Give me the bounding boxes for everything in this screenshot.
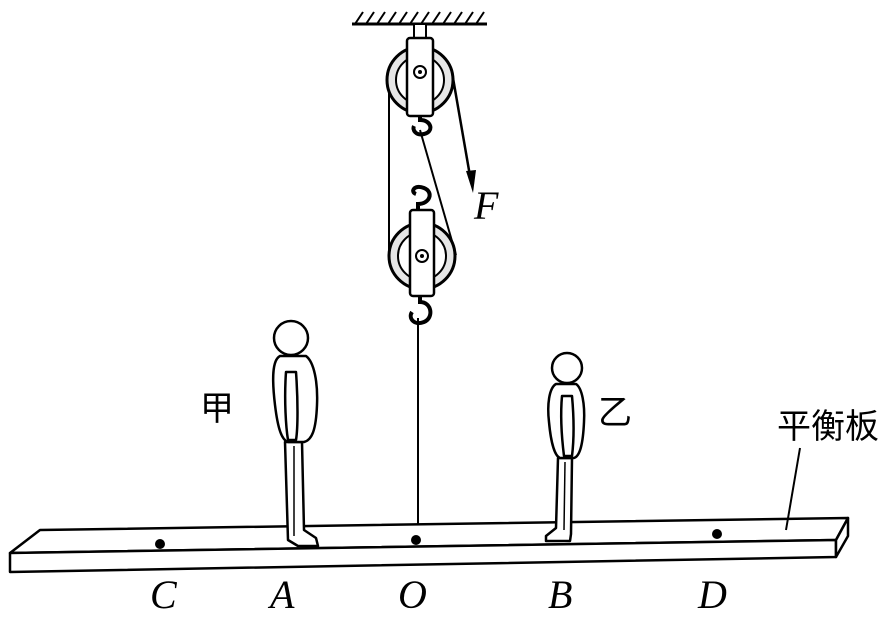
board-label-leader bbox=[785, 447, 801, 531]
person-jia-label: 甲 bbox=[200, 389, 234, 429]
ropes bbox=[388, 80, 457, 538]
point-d-label: D bbox=[698, 572, 727, 617]
person-yi bbox=[544, 351, 586, 543]
force-label: F bbox=[474, 183, 499, 228]
person-yi-label: 乙 bbox=[598, 393, 632, 433]
point-o-dot bbox=[411, 535, 421, 545]
point-c-dot bbox=[155, 539, 165, 549]
board-points bbox=[155, 529, 722, 549]
force-arrow bbox=[451, 77, 476, 193]
point-b-label: B bbox=[548, 572, 573, 617]
point-c-label: C bbox=[150, 572, 177, 617]
board-label: 平衡板 bbox=[777, 407, 879, 447]
fixed-pulley bbox=[385, 23, 455, 137]
person-jia bbox=[271, 319, 320, 548]
movable-pulley bbox=[387, 184, 457, 325]
balance-board bbox=[8, 516, 850, 574]
point-d-dot bbox=[712, 529, 722, 539]
ceiling-support bbox=[352, 11, 487, 26]
point-a-label: A bbox=[270, 572, 295, 617]
point-o-label: O bbox=[398, 572, 427, 617]
